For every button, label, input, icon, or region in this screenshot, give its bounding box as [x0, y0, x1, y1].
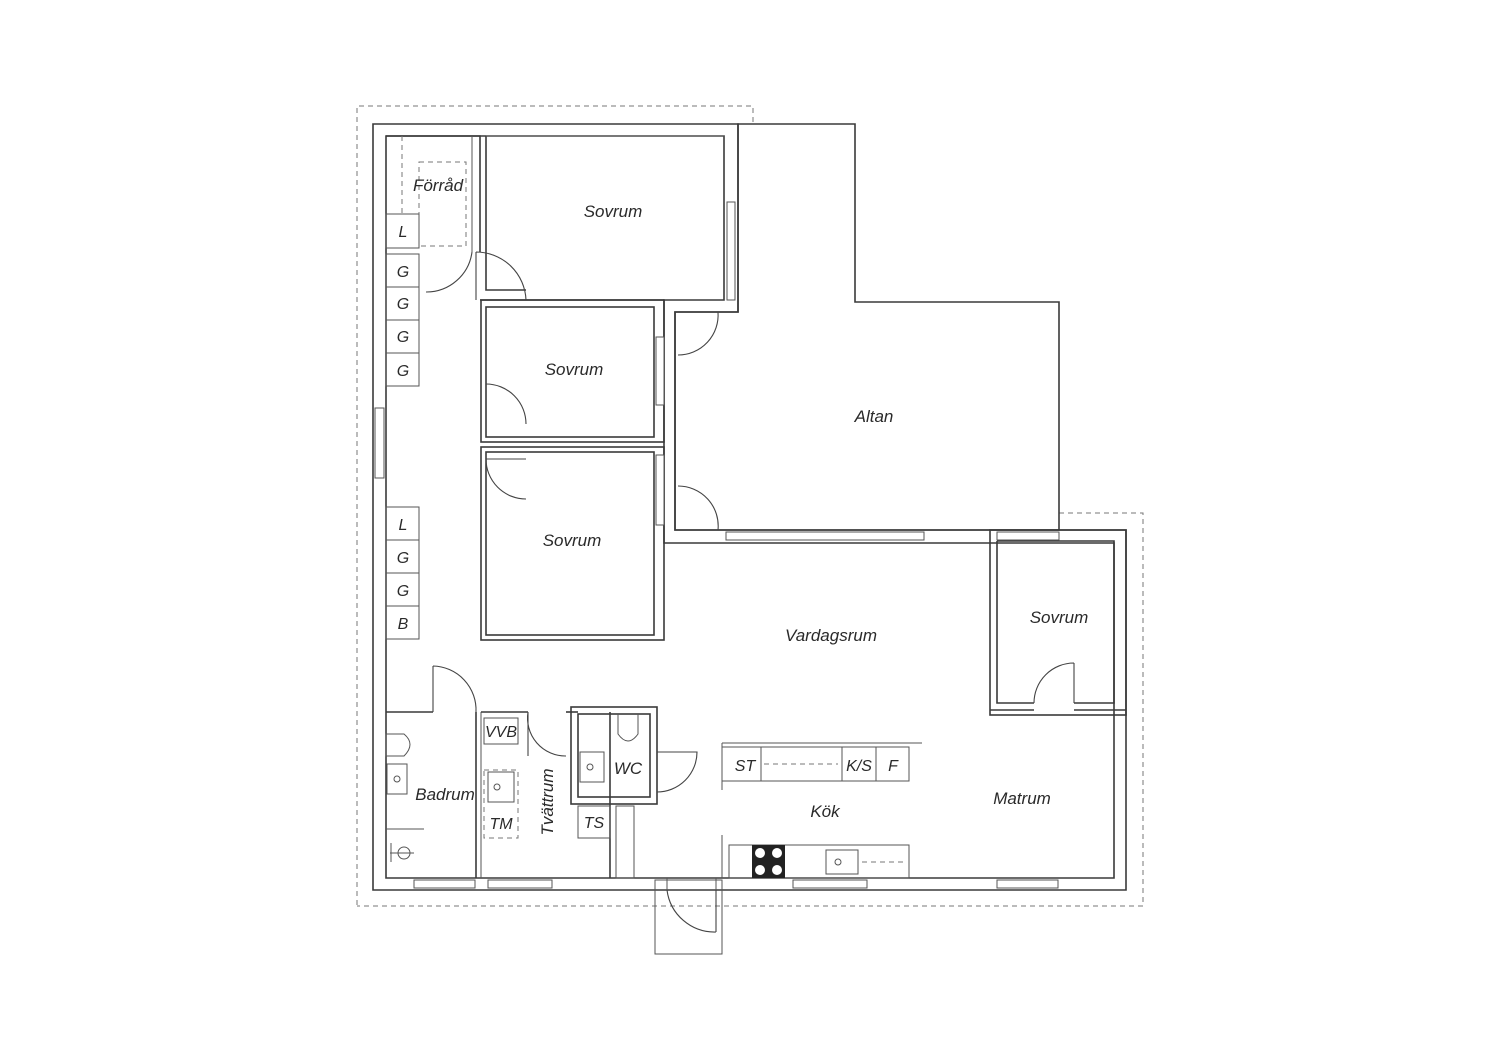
- wc: [570, 706, 658, 879]
- label-fridge-freezer: K/S: [846, 758, 872, 775]
- label-broom: B: [398, 616, 409, 633]
- entrance: [654, 878, 723, 955]
- label-wc: WC: [614, 759, 643, 778]
- label-badrum: Badrum: [415, 785, 475, 804]
- label-wardrobe-2: G: [397, 296, 409, 313]
- label-forrad: Förråd: [413, 176, 464, 195]
- label-freezer: F: [888, 758, 899, 775]
- label-sovrum-2: Sovrum: [545, 360, 604, 379]
- label-matrum: Matrum: [993, 789, 1051, 808]
- label-dryer: TS: [584, 815, 605, 832]
- doors: [425, 251, 1075, 933]
- shower-icon: [390, 843, 414, 862]
- kitchen-island: [721, 742, 922, 790]
- label-water-heater: VVB: [485, 724, 517, 741]
- fixture-labels: L G G G G L G G B VVB TM TS ST K/S F: [397, 224, 899, 833]
- kitchen-sink-icon: [825, 849, 859, 875]
- room-labels: Förråd Sovrum Sovrum Sovrum Sovrum Altan…: [413, 176, 1088, 836]
- sink-icon: [579, 751, 605, 783]
- label-stove: ST: [735, 758, 757, 775]
- label-wardrobe-4: G: [397, 363, 409, 380]
- bedroom-3: [480, 446, 665, 641]
- label-washer: TM: [489, 816, 513, 833]
- storage-closets: [385, 135, 481, 640]
- sink-icon: [487, 771, 515, 803]
- label-tvattrum: Tvättrum: [538, 768, 557, 835]
- label-altan: Altan: [854, 407, 894, 426]
- windows: [374, 201, 1060, 889]
- label-vardagsrum: Vardagsrum: [785, 626, 877, 645]
- label-kok: Kök: [810, 802, 841, 821]
- kitchen-counter: [721, 835, 910, 879]
- bedroom-4: [989, 529, 1127, 716]
- label-wardrobe-5: G: [397, 550, 409, 567]
- sink-icon: [386, 763, 408, 795]
- label-wardrobe-6: G: [397, 583, 409, 600]
- roof-outline: [356, 105, 1144, 907]
- label-sovrum-1: Sovrum: [584, 202, 643, 221]
- toilet-icon: [617, 714, 639, 742]
- toilet-icon: [385, 733, 411, 757]
- label-linen-2: L: [399, 517, 408, 534]
- label-wardrobe-1: G: [397, 264, 409, 281]
- laundry-room: [481, 711, 611, 878]
- label-linen-1: L: [399, 224, 408, 241]
- label-sovrum-4: Sovrum: [1030, 608, 1089, 627]
- altan-deck: [674, 123, 1060, 531]
- bathroom: [385, 711, 482, 878]
- label-wardrobe-3: G: [397, 329, 409, 346]
- label-sovrum-3: Sovrum: [543, 531, 602, 550]
